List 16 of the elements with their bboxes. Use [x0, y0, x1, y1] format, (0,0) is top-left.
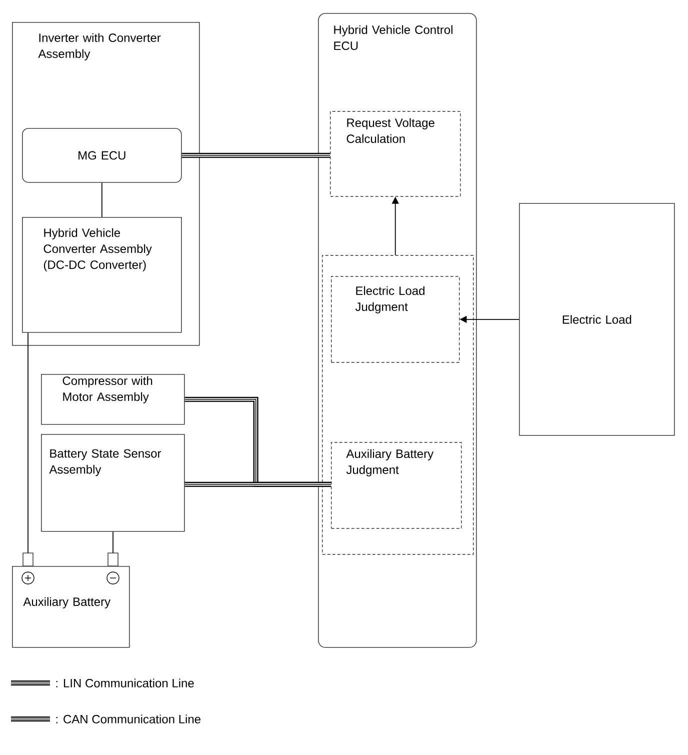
wire: [101, 182, 102, 218]
ecu-box: MG ECU: [22, 128, 182, 183]
legend-text: : LIN Communication Line: [56, 678, 194, 688]
communication-line: [181, 152, 330, 158]
communication-line: [184, 482, 332, 487]
component-box: Battery State Sensor Assembly: [41, 434, 185, 532]
function-box: Auxiliary Battery Judgment: [331, 442, 462, 529]
wire: [112, 531, 114, 554]
component-box: Hybrid Vehicle Converter Assembly (DC-DC Converter): [22, 217, 182, 333]
battery-drawing: Auxiliary Battery: [12, 552, 130, 648]
legend-text: : CAN Communication Line: [56, 714, 200, 724]
component-box: Electric Load: [519, 203, 675, 436]
component-box: Compressor with Motor Assembly: [41, 374, 185, 425]
group-box: [322, 255, 474, 555]
function-box: Electric Load Judgment: [331, 276, 460, 363]
function-box: Request Voltage Calculation: [330, 111, 461, 197]
